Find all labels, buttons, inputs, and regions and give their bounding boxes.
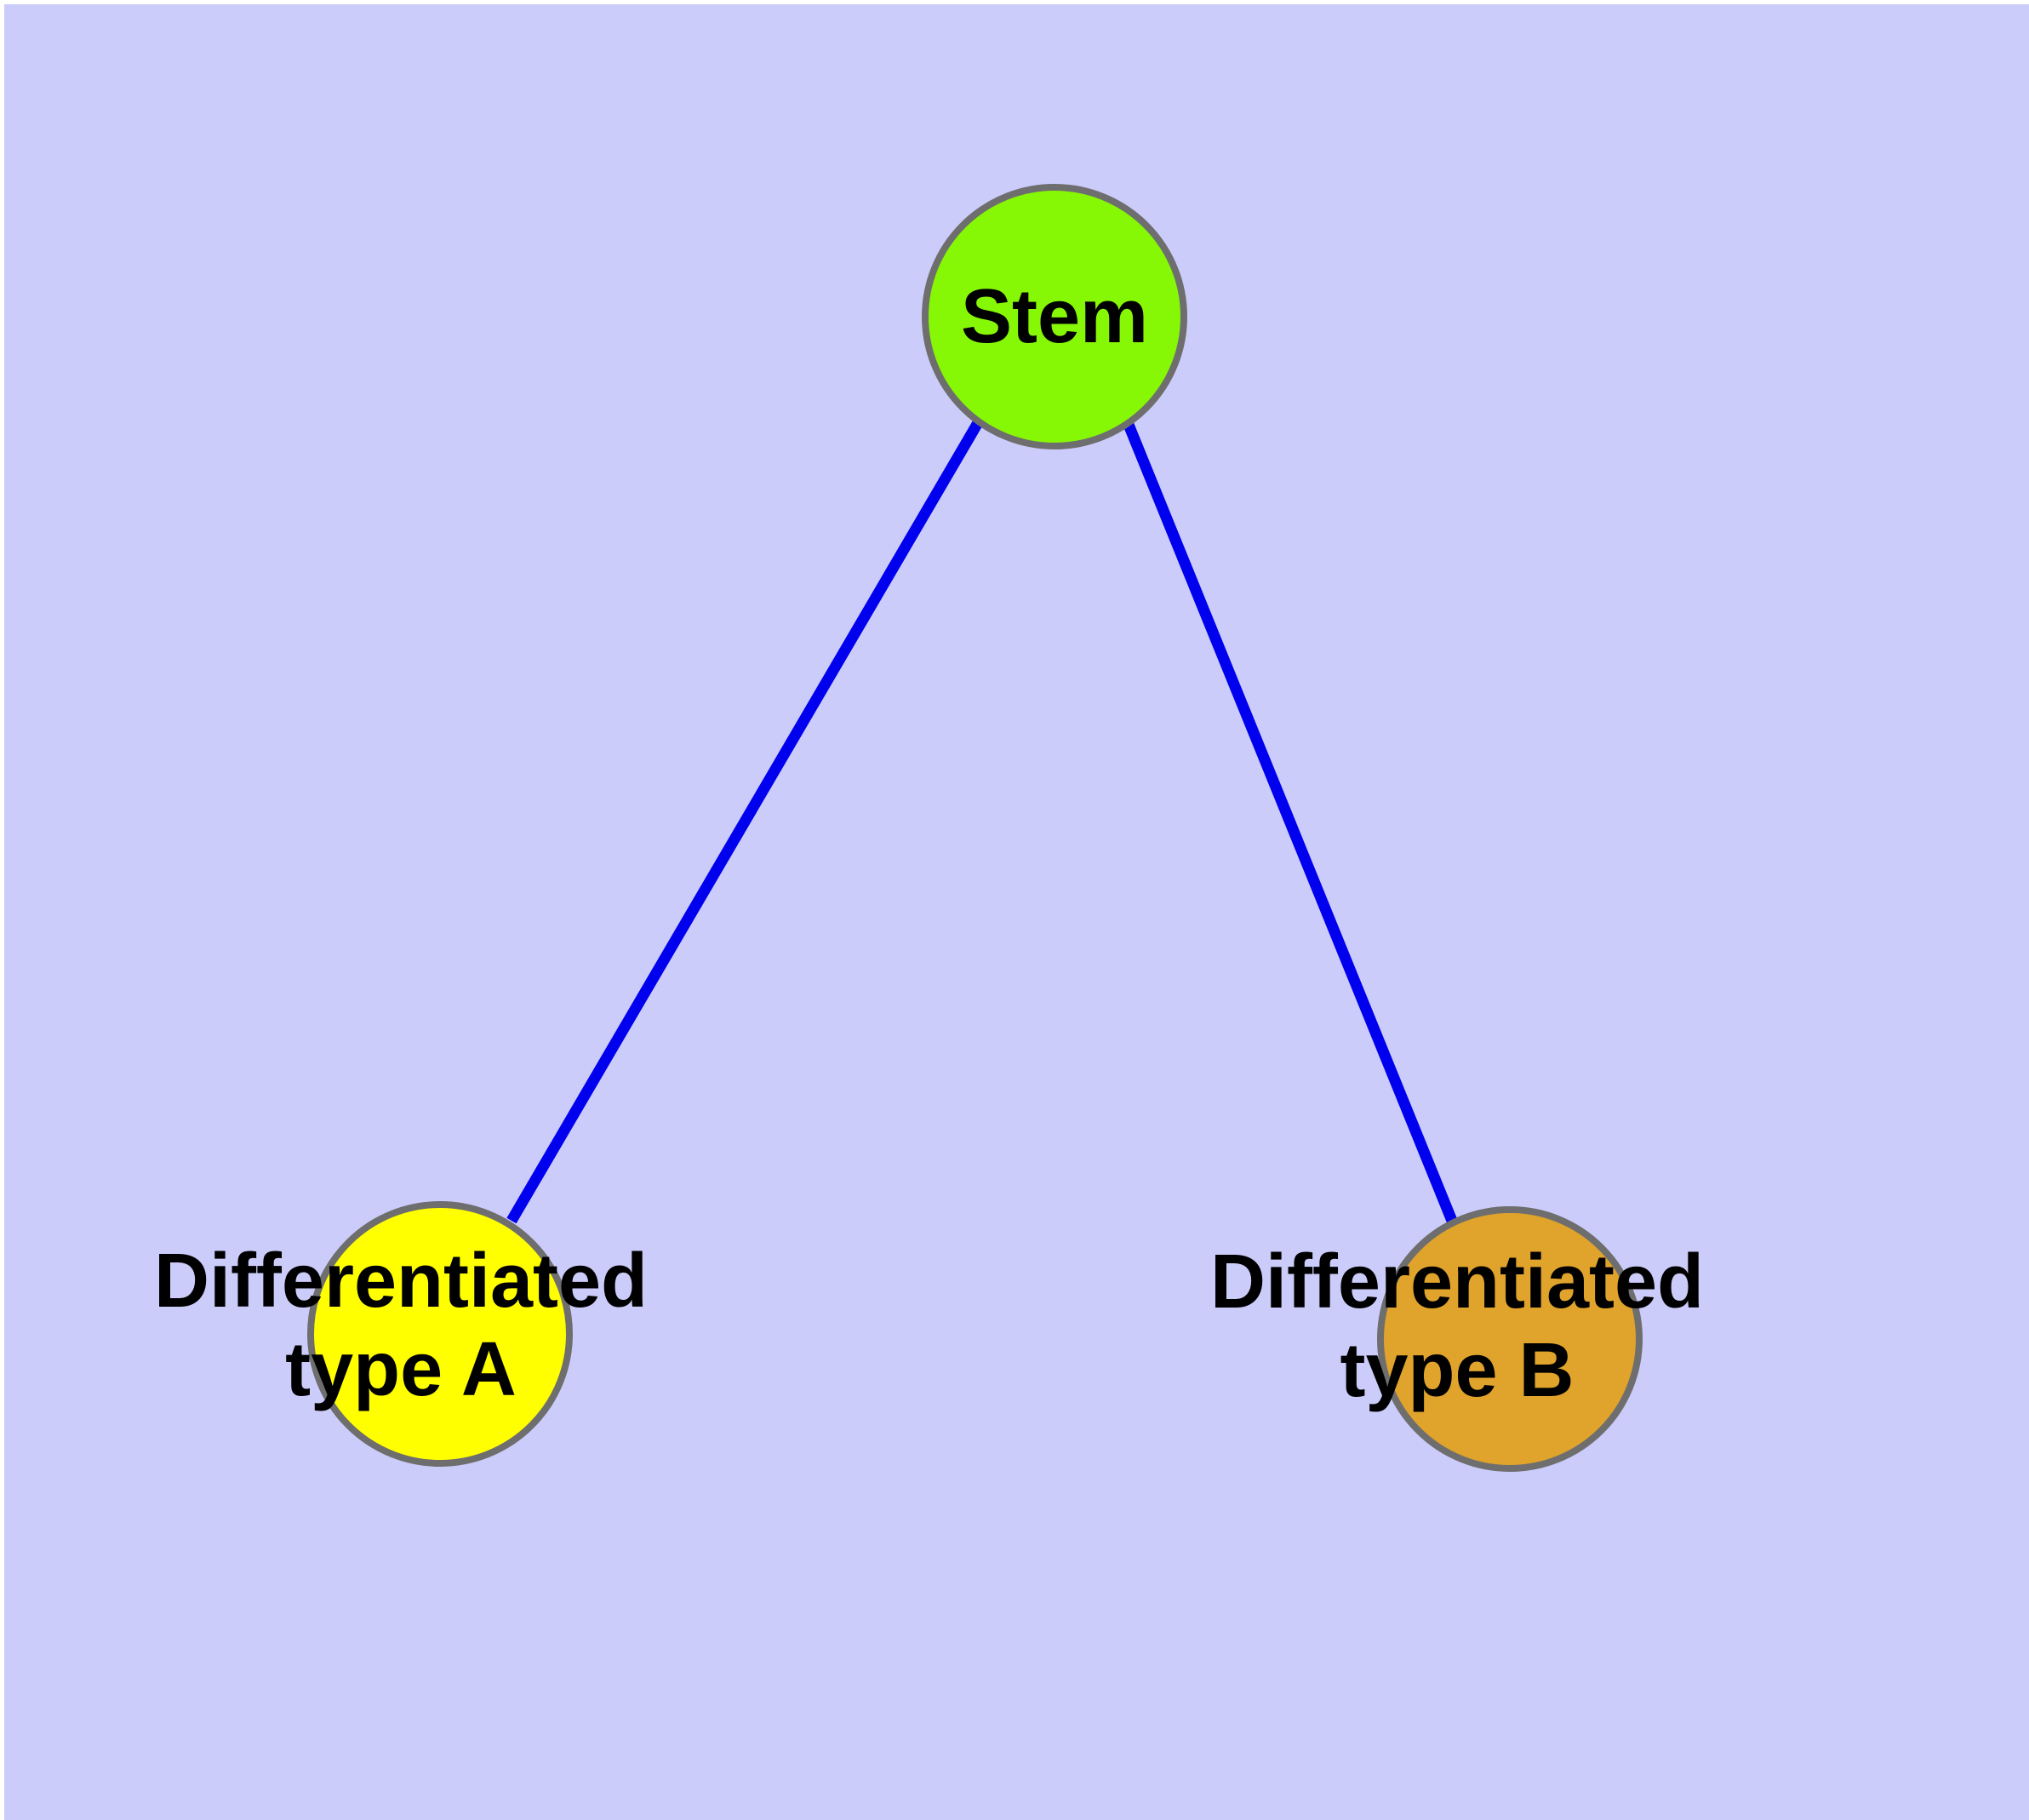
graph-node-diff_b[interactable]: [1377, 1206, 1643, 1472]
edges-layer: [506, 414, 1458, 1224]
edge-stem-diff-b[interactable]: [1119, 414, 1458, 1223]
node-label-line: Differentiated: [154, 1239, 648, 1324]
node-label-line: type A: [285, 1327, 517, 1412]
node-circle-stem[interactable]: [922, 184, 1187, 449]
node-label-line: Stem: [961, 274, 1148, 359]
node-label-stem: Stem: [961, 274, 1148, 359]
node-label-line: Differentiated: [1210, 1239, 1704, 1325]
graph-node-diff_a[interactable]: [307, 1201, 573, 1467]
edge-stem-diff-a[interactable]: [506, 418, 984, 1224]
node-label-line: type B: [1340, 1328, 1574, 1413]
node-circle-diff_a[interactable]: [307, 1201, 573, 1467]
graph-node-stem[interactable]: [922, 184, 1187, 449]
node-circle-diff_b[interactable]: [1377, 1206, 1643, 1472]
